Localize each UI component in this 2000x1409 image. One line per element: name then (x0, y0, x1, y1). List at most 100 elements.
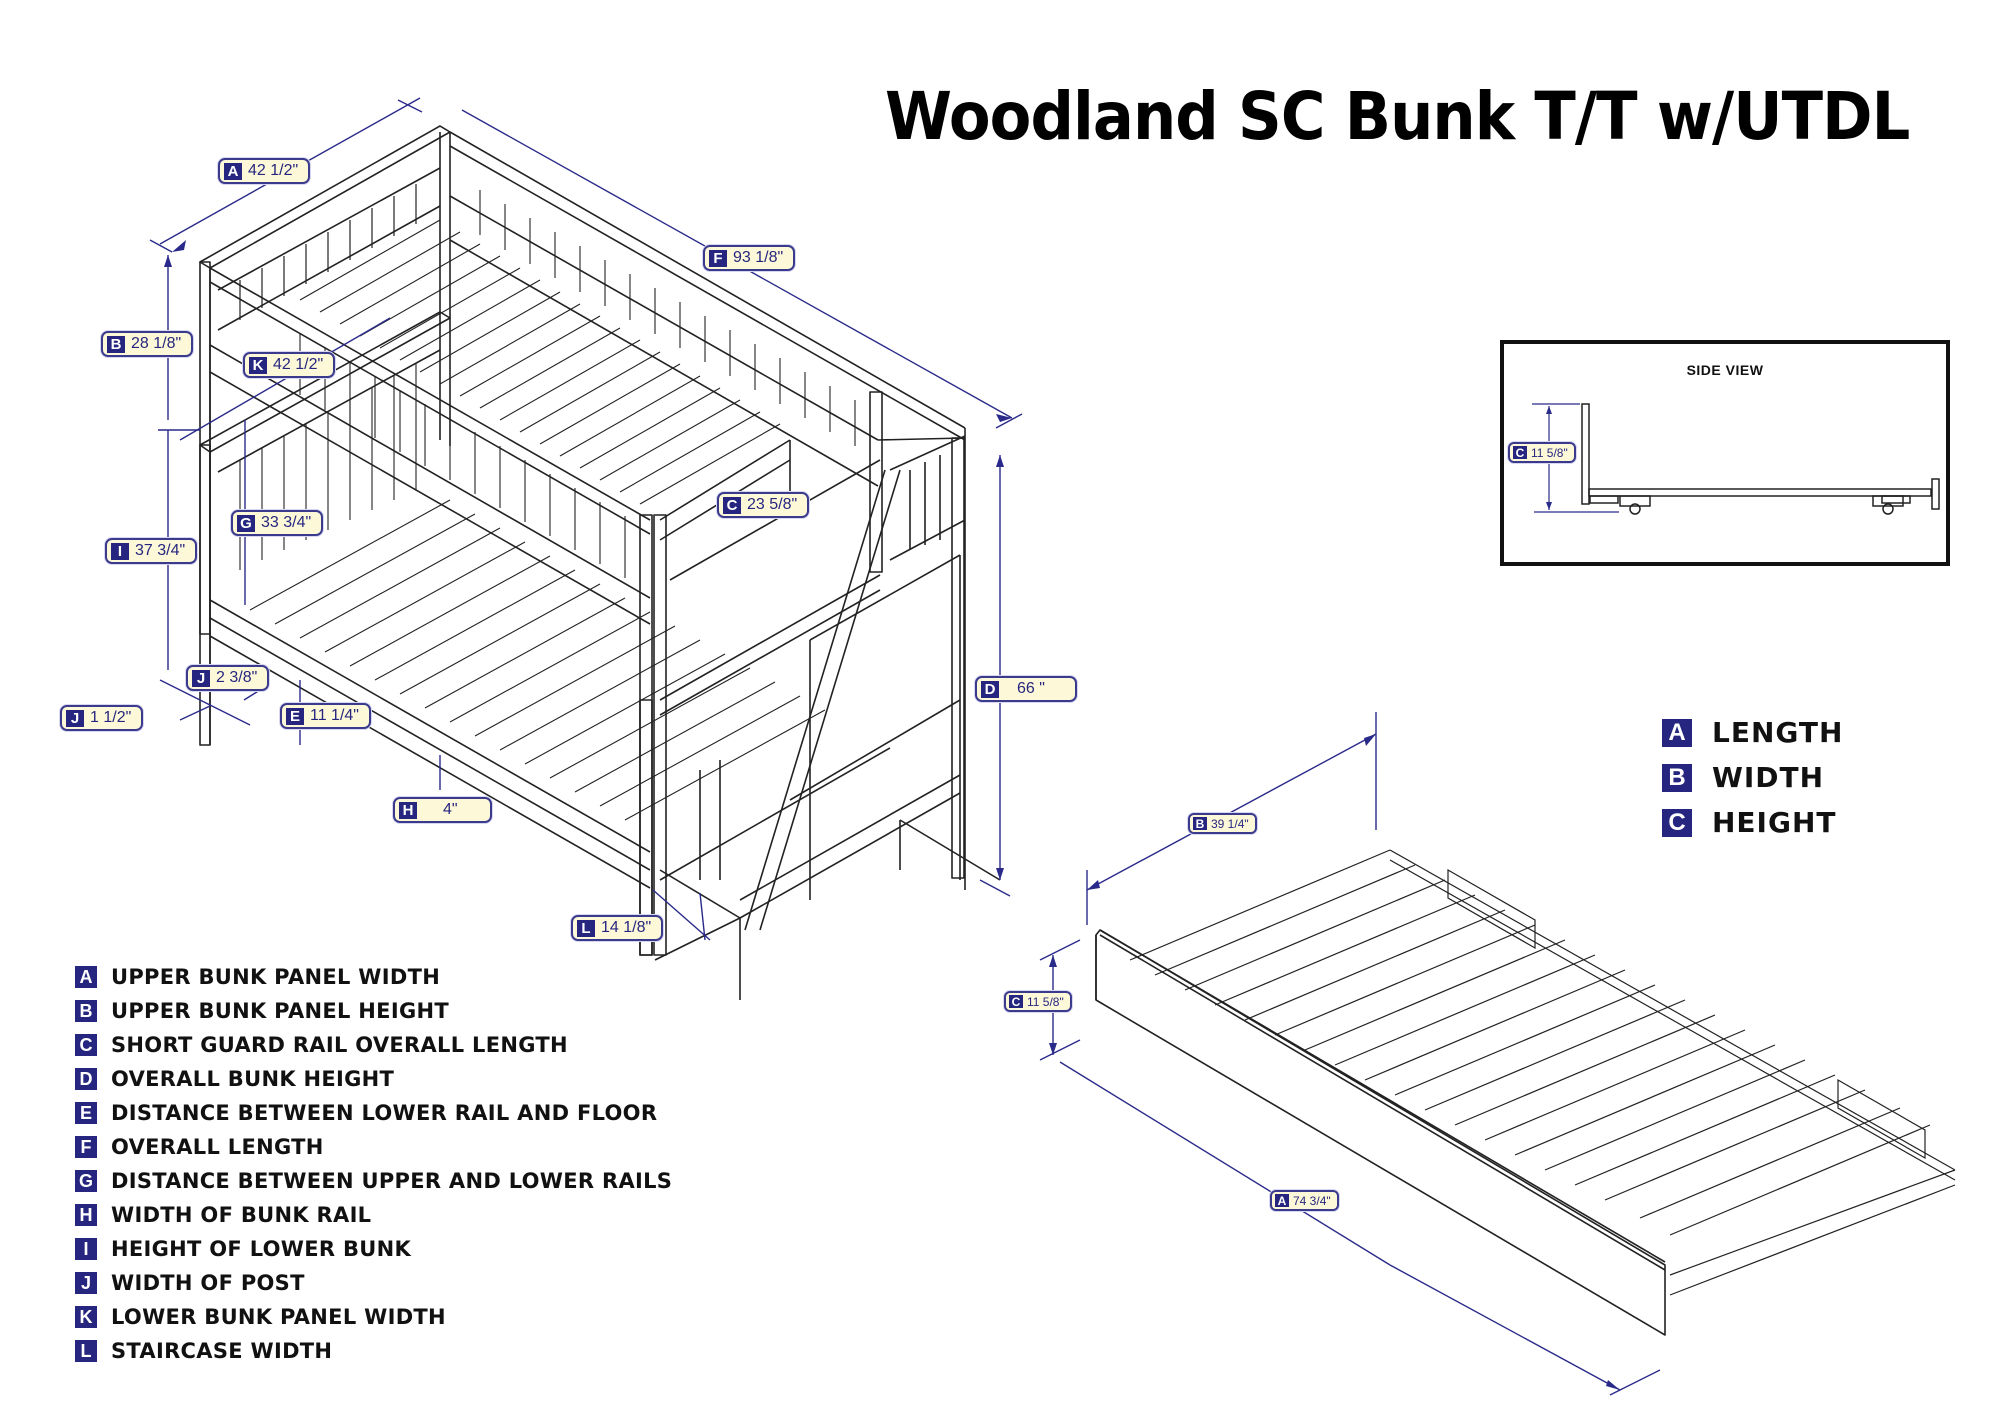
dimension-value: 74 3/4" (1293, 1193, 1331, 1208)
legend-letter: G (75, 1170, 97, 1192)
legend-text: SHORT GUARD RAIL OVERALL LENGTH (111, 1033, 568, 1057)
dimension-value: 42 1/2" (248, 162, 299, 179)
dimension-tag-k: K 42 1/2" (243, 352, 336, 378)
key-text: WIDTH (1712, 761, 1825, 794)
trundle-slats (1129, 849, 1956, 1296)
legend-text: UPPER BUNK PANEL HEIGHT (111, 999, 449, 1023)
side-view-title: SIDE VIEW (1686, 362, 1764, 378)
dimension-value: 4" (443, 801, 458, 818)
dimension-tag-l: L 14 1/8" (571, 915, 664, 941)
dimension-value: 93 1/8" (733, 249, 784, 266)
foot-headboard (877, 428, 966, 890)
legend-letter: I (75, 1238, 97, 1260)
legend-letter: E (75, 1102, 97, 1124)
legend-text: WIDTH OF POST (111, 1271, 305, 1295)
dimension-letter: B (107, 335, 125, 353)
legend-item: C SHORT GUARD RAIL OVERALL LENGTH (75, 1028, 672, 1062)
trundle-dimension-tag-a: A 74 3/4" (1270, 1190, 1339, 1211)
dimension-tag-j-width: J 1 1/2" (60, 705, 144, 731)
dimension-letter: E (286, 707, 304, 725)
dimension-letter: L (577, 919, 595, 937)
dimension-tag-c: C 23 5/8" (717, 492, 810, 518)
dimension-letter: D (981, 680, 999, 698)
dimension-letter: F (709, 249, 727, 267)
dimension-value: 42 1/2" (273, 356, 324, 373)
dimension-tag-b: B 28 1/8" (101, 331, 194, 357)
key-text: HEIGHT (1712, 806, 1837, 839)
dimension-letter: J (66, 709, 84, 727)
dimension-letter: A (224, 162, 242, 180)
side-view-drawing (1532, 403, 1940, 515)
legend-text: UPPER BUNK PANEL WIDTH (111, 965, 441, 989)
legend-item: D OVERALL BUNK HEIGHT (75, 1062, 672, 1096)
legend-letter: D (75, 1068, 97, 1090)
legend-letter: L (75, 1340, 97, 1362)
key-letter: C (1662, 808, 1692, 837)
upper-back-rail-slats (479, 190, 856, 446)
page-title: Woodland SC Bunk T/T w/UTDL (885, 78, 1910, 155)
dimension-letter: A (1275, 1194, 1289, 1208)
legend-text: STAIRCASE WIDTH (111, 1339, 333, 1363)
dimension-letter: J (192, 669, 210, 687)
legend-item: A UPPER BUNK PANEL WIDTH (75, 960, 672, 994)
legend-item: J WIDTH OF POST (75, 1266, 672, 1300)
staircase (654, 469, 1001, 1000)
dimension-tag-i: I 37 3/4" (105, 538, 198, 564)
legend-item: H WIDTH OF BUNK RAIL (75, 1198, 672, 1232)
dimension-arrows (164, 240, 1012, 880)
side-view-dimension-tag: C 11 5/8" (1508, 442, 1576, 463)
dimension-value: 11 5/8" (1531, 445, 1568, 460)
dimension-tag-f: F 93 1/8" (703, 245, 796, 271)
key-letter: A (1662, 718, 1692, 747)
legend-text: LOWER BUNK PANEL WIDTH (111, 1305, 446, 1329)
key-item: C HEIGHT (1662, 800, 1843, 845)
dimension-tag-h: H 4" (393, 797, 492, 823)
dimension-value: 66 " (1017, 680, 1045, 697)
legend-letter: F (75, 1136, 97, 1158)
legend-letter: J (75, 1272, 97, 1294)
legend-letter: H (75, 1204, 97, 1226)
legend-letter: C (75, 1034, 97, 1056)
legend-letter: A (75, 966, 97, 988)
dimension-letter: I (111, 542, 129, 560)
legend-text: OVERALL BUNK HEIGHT (111, 1067, 395, 1091)
upper-headboard-slats (239, 184, 417, 320)
lower-headboard-slats (239, 364, 417, 570)
dimension-value: 11 1/4" (310, 707, 359, 724)
legend-text: HEIGHT OF LOWER BUNK (111, 1237, 412, 1261)
legend-text: WIDTH OF BUNK RAIL (111, 1203, 372, 1227)
upper-bed-slats (299, 219, 781, 505)
dimension-tag-g: G 33 3/4" (231, 510, 324, 536)
dimension-tag-e: E 11 1/4" (280, 703, 371, 729)
dimension-tag-a: A 42 1/2" (218, 158, 311, 184)
dimension-value: 37 3/4" (135, 542, 186, 559)
dimension-lines (149, 97, 1023, 941)
legend-item: E DISTANCE BETWEEN LOWER RAIL AND FLOOR (75, 1096, 672, 1130)
dimension-value: 39 1/4" (1211, 816, 1249, 831)
key-text: LENGTH (1712, 716, 1844, 749)
legend-item: F OVERALL LENGTH (75, 1130, 672, 1164)
legend-text: DISTANCE BETWEEN LOWER RAIL AND FLOOR (111, 1101, 658, 1125)
dimension-letter: C (1513, 446, 1527, 460)
upper-back-rail (449, 131, 966, 487)
dimension-letter: B (1193, 817, 1207, 831)
trundle-dimension-arrows (1049, 734, 1620, 1390)
side-view-panel: SIDE VIEW C 11 5/8" (1500, 340, 1950, 566)
dimension-tag-j-post: J 2 3/8" (186, 665, 270, 691)
dimension-letter: H (399, 801, 417, 819)
legend-item: I HEIGHT OF LOWER BUNK (75, 1232, 672, 1266)
dimension-letter: C (723, 496, 741, 514)
dimension-value: 23 5/8" (747, 496, 798, 513)
dimension-value: 28 1/8" (131, 335, 182, 352)
legend-text: OVERALL LENGTH (111, 1135, 324, 1159)
key-item: A LENGTH (1662, 710, 1843, 755)
trundle-drawing (1095, 929, 1666, 1336)
lower-bed-slats (249, 499, 826, 821)
